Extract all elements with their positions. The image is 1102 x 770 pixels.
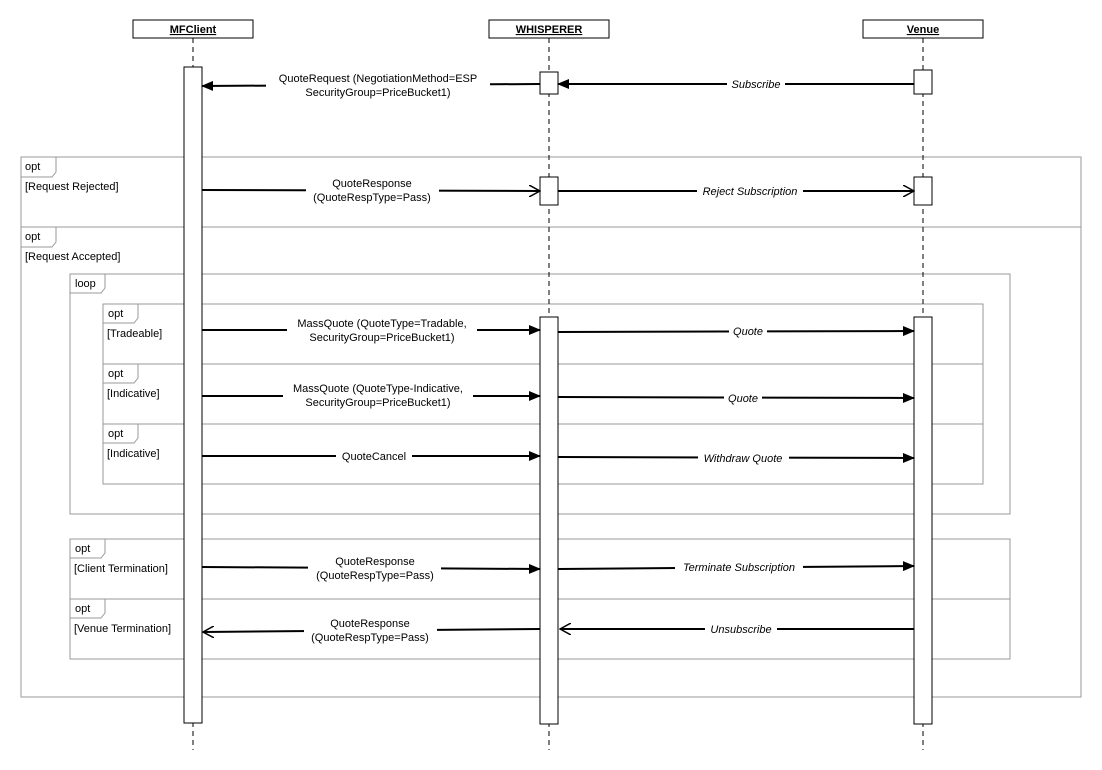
- activation-whisperer-3: [539, 316, 559, 725]
- message-label: (QuoteRespType=Pass): [313, 192, 431, 204]
- message-subscribe: Subscribe: [557, 77, 914, 91]
- message-label: Withdraw Quote: [704, 453, 783, 465]
- message-quote-response-client-term: QuoteResponse (QuoteRespType=Pass): [201, 554, 541, 584]
- frame-guard: [Request Rejected]: [25, 181, 119, 193]
- message-withdraw-quote: Withdraw Quote: [557, 451, 915, 465]
- message-label: MassQuote (QuoteType-Indicative,: [293, 383, 463, 395]
- message-label: SecurityGroup=PriceBucket1): [305, 397, 450, 409]
- message-massquote-indicative: MassQuote (QuoteType-Indicative, Securit…: [202, 381, 541, 411]
- frame-kind: opt: [25, 161, 40, 173]
- frame-kind: opt: [75, 603, 90, 615]
- activation-venue-3: [913, 316, 933, 725]
- frame-kind: opt: [25, 231, 40, 243]
- message-label: Terminate Subscription: [683, 562, 795, 574]
- message-label: Subscribe: [732, 79, 781, 91]
- message-reject-subscription: Reject Subscription: [558, 184, 914, 198]
- participant-venue: Venue: [862, 19, 984, 39]
- message-label: SecurityGroup=PriceBucket1): [309, 332, 454, 344]
- frame-guard: [Indicative]: [107, 388, 160, 400]
- frame-guard: [Tradeable]: [107, 328, 162, 340]
- message-label: QuoteResponse: [332, 178, 412, 190]
- participant-label: WHISPERER: [516, 24, 583, 36]
- activation-venue-2: [913, 176, 933, 206]
- message-label: QuoteRequest (NegotiationMethod=ESP: [279, 73, 477, 85]
- participant-mfclient: MFClient: [132, 19, 254, 39]
- frame-kind: opt: [108, 368, 123, 380]
- frame-guard: [Venue Termination]: [74, 623, 171, 635]
- message-massquote-tradable: MassQuote (QuoteType=Tradable, SecurityG…: [202, 316, 541, 346]
- activation-whisperer-2: [539, 176, 559, 206]
- frame-guard: [Indicative]: [107, 448, 160, 460]
- message-quote-response-rejected: QuoteResponse (QuoteRespType=Pass): [201, 176, 540, 206]
- message-label: (QuoteRespType=Pass): [316, 570, 434, 582]
- frame-kind: loop: [75, 278, 96, 290]
- message-label: MassQuote (QuoteType=Tradable,: [297, 318, 466, 330]
- participant-label: Venue: [907, 24, 939, 36]
- message-quote-2: Quote: [557, 391, 915, 405]
- message-quote-cancel: QuoteCancel: [202, 449, 541, 463]
- participant-label: MFClient: [170, 24, 217, 36]
- message-unsubscribe: Unsubscribe: [560, 622, 914, 636]
- message-label: Reject Subscription: [703, 186, 798, 198]
- message-quote-response-venue-term: QuoteResponse (QuoteRespType=Pass): [203, 616, 541, 646]
- frame-kind: opt: [108, 428, 123, 440]
- message-quote-request: QuoteRequest (NegotiationMethod=ESP Secu…: [201, 70, 541, 100]
- message-label: QuoteResponse: [330, 618, 410, 630]
- message-label: (QuoteRespType=Pass): [311, 632, 429, 644]
- frame-guard: [Client Termination]: [74, 563, 168, 575]
- frame-guard: [Request Accepted]: [25, 251, 120, 263]
- message-terminate-subscription: Terminate Subscription: [557, 560, 915, 574]
- message-label: Unsubscribe: [710, 624, 771, 636]
- message-quote-1: Quote: [557, 324, 915, 338]
- message-label: SecurityGroup=PriceBucket1): [305, 87, 450, 99]
- message-label: Quote: [733, 326, 763, 338]
- message-label: QuoteResponse: [335, 556, 415, 568]
- activation-venue-1: [913, 69, 933, 95]
- frame-kind: opt: [75, 543, 90, 555]
- message-label: QuoteCancel: [342, 451, 406, 463]
- frame-kind: opt: [108, 308, 123, 320]
- activation-mfclient: [183, 66, 203, 724]
- activation-whisperer-1: [539, 71, 559, 95]
- message-label: Quote: [728, 393, 758, 405]
- participant-whisperer: WHISPERER: [488, 19, 610, 39]
